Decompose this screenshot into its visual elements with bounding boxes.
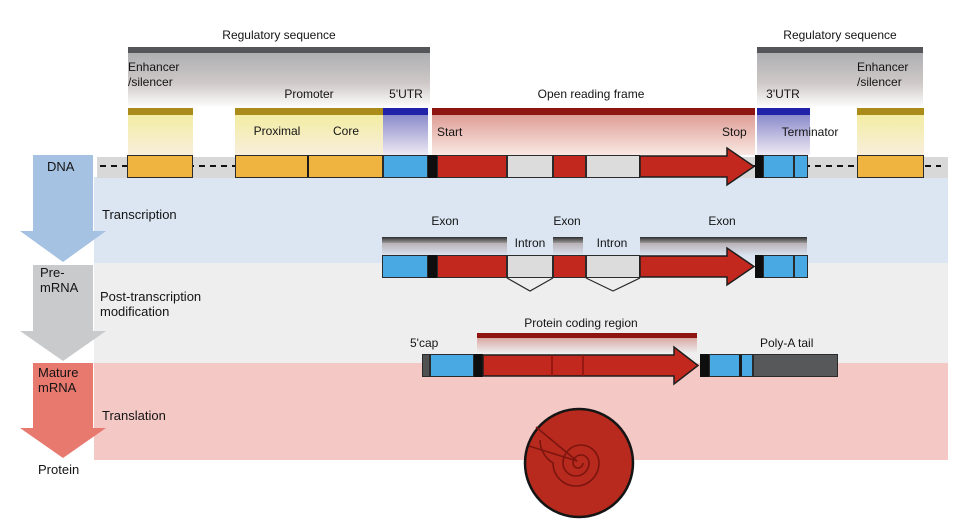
cap5-label: 5'cap (410, 336, 439, 350)
transcription-label: Transcription (102, 207, 177, 222)
enhancer-left-topbar (128, 108, 193, 115)
translation-label: Translation (102, 408, 166, 423)
exon2-bar (553, 237, 583, 243)
enhancer-left-label-line2: /silencer (128, 75, 173, 89)
mature-mrna-label-line2: mRNA (38, 380, 77, 395)
enhancer-right-topbar (857, 108, 924, 115)
utr5-gradient (383, 115, 428, 155)
intron2-label: Intron (596, 236, 628, 250)
exon2-label: Exon (553, 214, 581, 228)
enhancer-right-label-line1: Enhancer (857, 60, 909, 74)
mature-mrna-label-line1: Mature (38, 365, 79, 380)
promoter-label: Promoter (284, 87, 334, 101)
terminator-label: Terminator (781, 125, 839, 139)
post-transcription-label-line1: Post-transcription (100, 289, 202, 304)
enhancer-left-gradient (128, 115, 193, 155)
dna-utr3-box-a (763, 155, 794, 178)
protein-coding-region-label: Protein coding region (524, 316, 638, 330)
dna-exon1-box (437, 155, 507, 178)
protein-coding-bar (477, 333, 697, 338)
mature-stop-box (700, 354, 709, 377)
stop-label: Stop (722, 125, 747, 139)
regulatory-gradient-left (128, 53, 430, 108)
premrna-start-box (428, 255, 437, 278)
premrna-utr3-box-b (794, 255, 808, 278)
orf-label: Open reading frame (537, 87, 645, 101)
dna-enhancer-left-box (127, 155, 193, 178)
dna-promoter-box (235, 155, 383, 178)
mature-utr3-box (709, 354, 753, 377)
utr3-label: 3'UTR (766, 87, 800, 101)
proximal-label: Proximal (253, 124, 301, 138)
exon3-bar (640, 237, 807, 243)
intron1-splice-v (506, 277, 554, 292)
protein-strand-end (528, 426, 578, 462)
enhancer-right-label-line2: /silencer (857, 75, 902, 89)
premrna-intron1-box (507, 255, 553, 278)
premrna-exon1-box (437, 255, 507, 278)
mature-orf-arrow (482, 345, 700, 386)
premrna-exon2-box (553, 255, 586, 278)
utr5-topbar (383, 108, 428, 115)
translation-arrow (20, 363, 106, 458)
utr5-label: 5'UTR (389, 87, 423, 101)
dna-utr3-box-b (794, 155, 808, 178)
dna-exon2-box (553, 155, 586, 178)
start-label: Start (437, 125, 463, 139)
exon1-bar (382, 237, 507, 243)
regulatory-right-label: Regulatory sequence (783, 28, 897, 42)
post-transcription-label-line2: modification (100, 304, 170, 319)
regulatory-bar-right (757, 47, 923, 53)
mature-cap-box (422, 354, 430, 377)
premrna-label-line1: Pre- (40, 265, 65, 280)
regulatory-left-label: Regulatory sequence (222, 28, 336, 42)
exon2-fade (553, 243, 583, 256)
utr3-topbar (757, 108, 810, 115)
promoter-proximal-core-divider (307, 156, 309, 177)
dna-label: DNA (47, 159, 75, 174)
promoter-topbar (235, 108, 383, 115)
post-transcription-arrow (20, 265, 106, 361)
exon3-fade (640, 243, 807, 256)
exon3-label: Exon (708, 214, 736, 228)
premrna-utr3-box-a (763, 255, 794, 278)
core-label: Core (332, 124, 360, 138)
protein-circle (523, 407, 635, 519)
intron2-splice-v (585, 277, 641, 292)
intron1-label: Intron (514, 236, 546, 250)
enhancer-left-label-line1: Enhancer (128, 60, 180, 74)
dna-enhancer-right-box (857, 155, 924, 178)
promoter-gradient (235, 115, 383, 155)
orf-gradient (432, 115, 755, 155)
mature-utr3-divider (739, 355, 742, 376)
premrna-label-line2: mRNA (40, 280, 79, 295)
dna-utr5-box (383, 155, 428, 178)
premrna-stop-box (755, 255, 763, 278)
exon1-label: Exon (431, 214, 459, 228)
regulatory-bar-left (128, 47, 430, 53)
dna-intron1-box (507, 155, 553, 178)
regulatory-gradient-right (757, 53, 923, 108)
orf-topbar (432, 108, 755, 115)
mature-utr5-box (430, 354, 474, 377)
protein-spiral (539, 439, 600, 487)
enhancer-right-gradient (857, 115, 924, 155)
protein-label: Protein (38, 462, 80, 477)
translation-band (94, 363, 948, 460)
mature-polya-box (753, 354, 838, 377)
premrna-orf-arrow (639, 246, 756, 287)
dna-orf-arrow (639, 146, 756, 187)
polya-label: Poly-A tail (760, 336, 814, 350)
utr3-gradient (757, 115, 810, 155)
premrna-utr5-box (382, 255, 428, 278)
exon1-fade (382, 243, 507, 256)
dna-stop-codon-box (755, 155, 763, 178)
transcription-arrow (20, 155, 106, 262)
protein-coding-fade (477, 338, 697, 353)
dna-start-codon-box (428, 155, 437, 178)
